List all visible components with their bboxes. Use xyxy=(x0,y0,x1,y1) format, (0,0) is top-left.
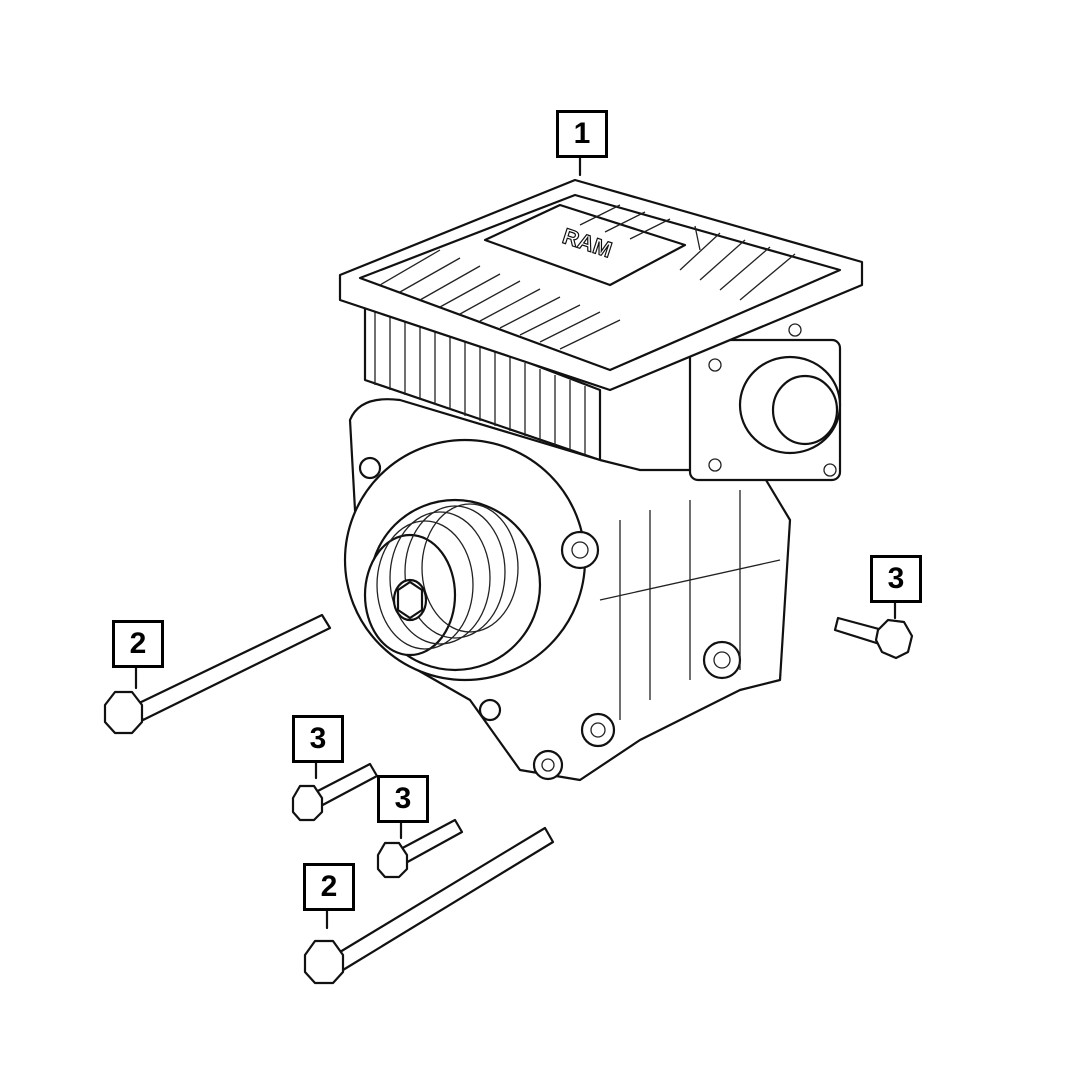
callout-2: 2 xyxy=(112,620,164,668)
generator: RAM xyxy=(338,178,864,782)
callout-3: 3 xyxy=(292,715,344,763)
long-bolt-lower xyxy=(303,826,555,985)
short-bolt-right xyxy=(833,616,914,660)
callout-3: 3 xyxy=(870,555,922,603)
short-bolt-left-upper xyxy=(291,762,379,822)
leader-lines xyxy=(134,155,897,930)
callout-1: 1 xyxy=(556,110,608,158)
short-bolt-left-lower xyxy=(376,818,464,879)
callout-3: 3 xyxy=(377,775,429,823)
callout-2: 2 xyxy=(303,863,355,911)
long-bolt-upper xyxy=(103,613,332,735)
